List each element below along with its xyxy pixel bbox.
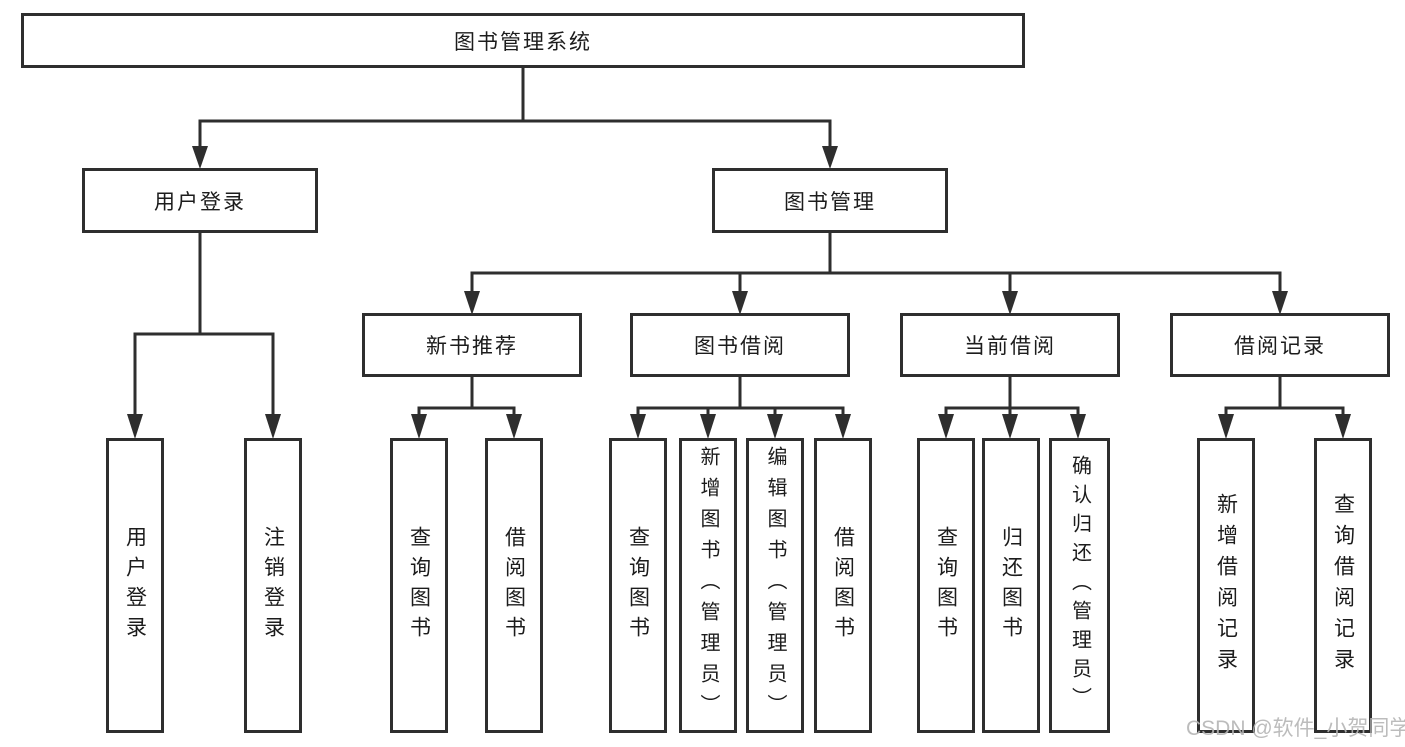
leaf-nb-query-books: 查询图书 (390, 438, 448, 733)
node-new-book-recommend-label: 新书推荐 (426, 335, 518, 358)
leaf-br-add-record-label: 新增借阅记录 (1214, 492, 1238, 679)
node-book-management: 图书管理 (712, 168, 948, 233)
edge-borrowing-to-leaves (636, 375, 845, 422)
node-user-login: 用户登录 (82, 168, 318, 233)
leaf-bb-edit-books-label: 编辑图书（管理员） (764, 446, 786, 725)
leaf-bb-edit-books: 编辑图书（管理员） (746, 438, 804, 733)
node-new-book-recommend: 新书推荐 (362, 313, 582, 377)
edge-current-to-leaves (944, 375, 1080, 422)
leaf-logout-label: 注销登录 (261, 525, 285, 646)
leaf-bb-query-books: 查询图书 (609, 438, 667, 733)
node-book-borrowing: 图书借阅 (630, 313, 850, 377)
node-root: 图书管理系统 (21, 13, 1025, 68)
leaf-nb-borrow-books: 借阅图书 (485, 438, 543, 733)
node-root-label: 图书管理系统 (454, 30, 592, 54)
edge-newbook-to-leaves (417, 375, 516, 422)
edge-login-to-leaves (133, 231, 275, 422)
edge-records-to-leaves (1224, 375, 1345, 422)
leaf-bb-borrow-books-label: 借阅图书 (831, 525, 855, 646)
node-borrowing-records-label: 借阅记录 (1234, 335, 1326, 358)
edge-mgmt-to-level3 (470, 231, 1282, 296)
arrowheads (127, 146, 1351, 439)
node-current-borrowing: 当前借阅 (900, 313, 1120, 377)
watermark: CSDN @软件_小贺同学 (1186, 717, 1405, 740)
leaf-user-login: 用户登录 (106, 438, 164, 733)
leaf-bb-add-books-label: 新增图书（管理员） (697, 446, 719, 725)
leaf-br-add-record: 新增借阅记录 (1197, 438, 1255, 733)
leaf-user-login-label: 用户登录 (123, 525, 147, 646)
node-borrowing-records: 借阅记录 (1170, 313, 1390, 377)
node-current-borrowing-label: 当前借阅 (964, 335, 1056, 358)
leaf-br-query-record: 查询借阅记录 (1314, 438, 1372, 733)
leaf-bb-add-books: 新增图书（管理员） (679, 438, 737, 733)
leaf-cb-query-books-label: 查询图书 (934, 525, 958, 646)
leaf-bb-query-books-label: 查询图书 (626, 525, 650, 646)
leaf-cb-query-books: 查询图书 (917, 438, 975, 733)
node-book-borrowing-label: 图书借阅 (694, 335, 786, 358)
node-book-management-label: 图书管理 (784, 190, 876, 214)
leaf-cb-confirm-return: 确认归还（管理员） (1049, 438, 1110, 733)
leaf-logout: 注销登录 (244, 438, 302, 733)
leaf-nb-borrow-books-label: 借阅图书 (502, 525, 526, 646)
edge-root-to-level2 (198, 66, 832, 152)
leaf-cb-return-books-label: 归还图书 (999, 525, 1023, 646)
node-user-login-label: 用户登录 (154, 190, 246, 214)
leaf-br-query-record-label: 查询借阅记录 (1331, 492, 1355, 679)
leaf-cb-confirm-return-label: 确认归还（管理员） (1068, 455, 1091, 716)
leaf-cb-return-books: 归还图书 (982, 438, 1040, 733)
leaf-nb-query-books-label: 查询图书 (407, 525, 431, 646)
leaf-bb-borrow-books: 借阅图书 (814, 438, 872, 733)
